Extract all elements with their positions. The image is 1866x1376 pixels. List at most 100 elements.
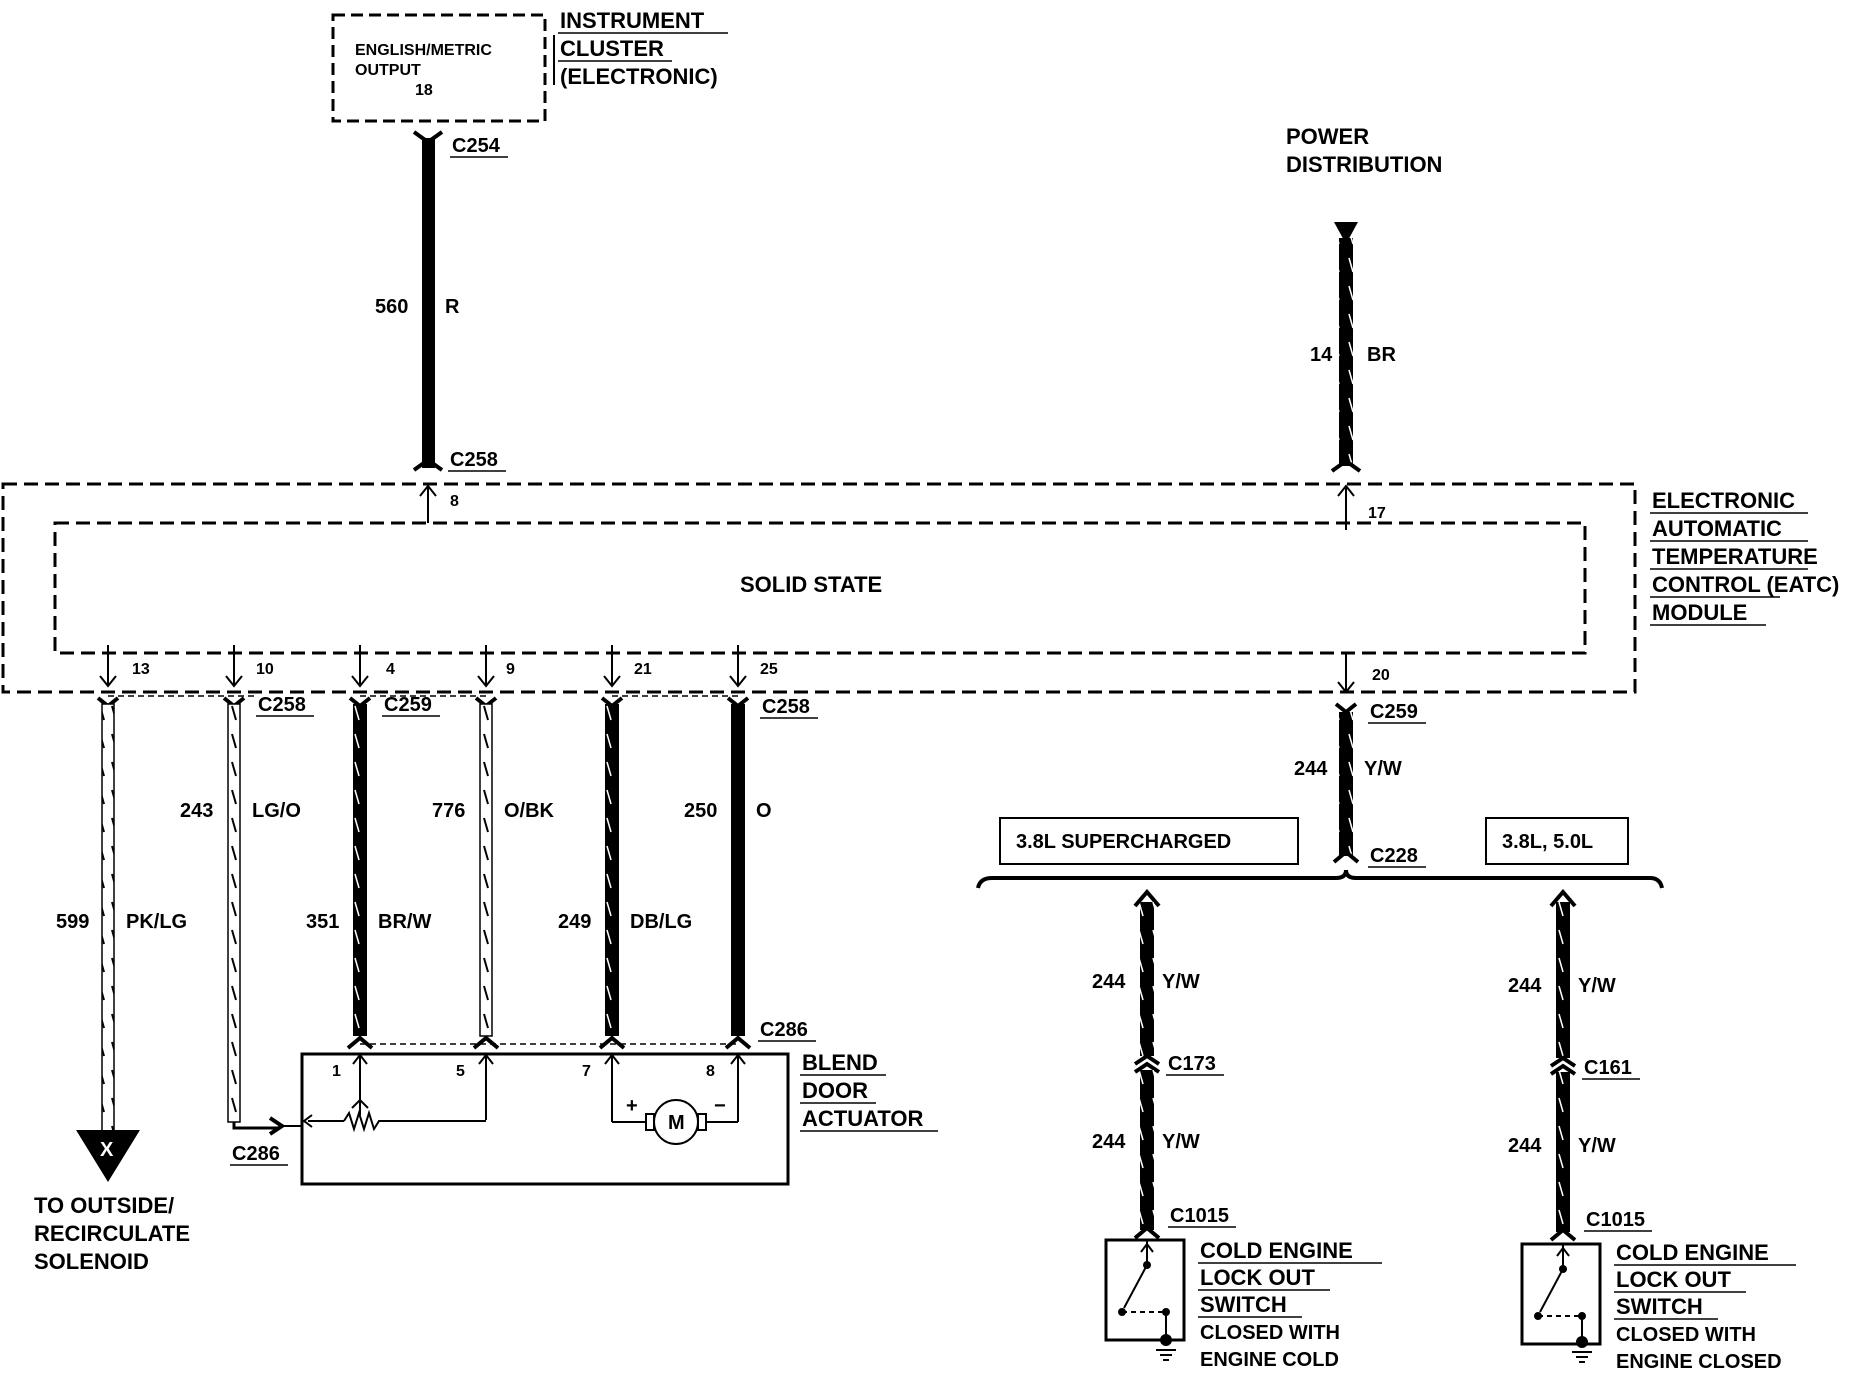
power-arrow-icon (1334, 222, 1358, 244)
connector-c259-left: C259 (360, 694, 486, 717)
switch-left-icon (1118, 1240, 1176, 1361)
pin-17: 17 (1337, 484, 1386, 530)
eatc-outer-box (1, 482, 1637, 694)
connector-c258-right: C258 (612, 695, 818, 719)
motor-minus: − (714, 1095, 726, 1117)
splice-bracket (976, 869, 1664, 889)
wire-14 (1339, 238, 1353, 466)
power-distribution-line1: POWER (1286, 124, 1369, 149)
c259-right-label: C259 (1370, 701, 1418, 723)
c1015-left-label: C1015 (1170, 1205, 1229, 1227)
eatc-title: ELECTRONIC AUTOMATIC TEMPERATURE CONTROL… (1650, 488, 1839, 626)
svg-text:25: 25 (760, 661, 778, 678)
solenoid-icon (76, 1130, 140, 1182)
wire-250-circuit: 250 (684, 800, 717, 822)
svg-text:C259: C259 (384, 694, 432, 716)
svg-text:4: 4 (386, 661, 395, 678)
svg-text:244: 244 (1092, 971, 1126, 993)
actuator-pin-5: 5 (456, 1063, 465, 1080)
bottom-pin-9: 9 (477, 645, 515, 688)
wire-599: 599 PK/LG (56, 703, 187, 1137)
svg-text:244: 244 (1508, 1135, 1542, 1157)
svg-text:C286: C286 (232, 1143, 280, 1165)
bottom-pin-25: 25 (729, 645, 778, 688)
solenoid-x: X (100, 1139, 114, 1161)
solenoid: X TO OUTSIDE/ RECIRCULATE SOLENOID (34, 1130, 190, 1274)
blend-door-actuator: C286 1 5 7 8 (230, 1019, 938, 1186)
eatc-title-line4: CONTROL (EATC) (1652, 572, 1839, 597)
c228-label: C228 (1370, 845, 1418, 867)
cluster-title-line3: (ELECTRONIC) (560, 64, 718, 89)
bottom-pin-21: 21 (603, 645, 652, 688)
c173-label: C173 (1168, 1053, 1216, 1075)
wire-249-color: DB/LG (630, 911, 692, 933)
solenoid-line1: TO OUTSIDE/ (34, 1193, 174, 1218)
svg-text:CLOSED WITH: CLOSED WITH (1200, 1322, 1340, 1344)
svg-text:244: 244 (1508, 975, 1542, 997)
pin-8: 8 (419, 484, 459, 523)
wire-244-main-circuit: 244 (1294, 758, 1328, 780)
solid-state-label: SOLID STATE (740, 572, 882, 597)
wire-560-circuit: 560 (375, 296, 408, 318)
wire-599-color: PK/LG (126, 911, 187, 933)
eatc-title-line5: MODULE (1652, 600, 1747, 625)
actuator-pin-1: 1 (332, 1063, 341, 1080)
wire-243: 243 LG/O (180, 703, 301, 1130)
wire-250-color: O (756, 800, 772, 822)
switch-right-icon (1534, 1244, 1592, 1363)
motor-plus: + (626, 1095, 638, 1117)
wire-249: 249 DB/LG (558, 704, 692, 1036)
svg-text:Y/W: Y/W (1578, 975, 1616, 997)
solenoid-line3: SOLENOID (34, 1249, 149, 1274)
svg-text:BLEND: BLEND (802, 1050, 878, 1075)
wire-776-color: O/BK (504, 800, 555, 822)
cluster-output-line2: OUTPUT (355, 62, 421, 79)
eatc-inner-box (53, 521, 1587, 655)
wire-599-circuit: 599 (56, 911, 89, 933)
switch-left: COLD ENGINE LOCK OUT SWITCH CLOSED WITH … (1104, 1238, 1382, 1371)
wire-14-color: BR (1367, 344, 1396, 366)
wire-560-color: R (445, 296, 460, 318)
svg-text:17: 17 (1368, 505, 1386, 522)
wire-351-circuit: 351 (306, 911, 339, 933)
svg-text:COLD ENGINE: COLD ENGINE (1616, 1240, 1769, 1265)
svg-text:Y/W: Y/W (1162, 1131, 1200, 1153)
bottom-pin-4: 4 (351, 645, 395, 688)
branch-standard: 244 Y/W C161 244 Y/W C1015 (1508, 888, 1652, 1242)
variant-left-box (999, 817, 1299, 865)
svg-text:10: 10 (256, 661, 274, 678)
branch-supercharged: 244 Y/W C173 244 Y/W C1015 (1092, 888, 1236, 1240)
svg-text:CLOSED WITH: CLOSED WITH (1616, 1324, 1756, 1346)
actuator-chevrons (346, 1035, 752, 1050)
motor-label: M (668, 1112, 685, 1134)
wire-243-color: LG/O (252, 800, 301, 822)
wire-250: 250 O (684, 704, 772, 1036)
eatc-title-line2: AUTOMATIC (1652, 516, 1782, 541)
variant-left-label: 3.8L SUPERCHARGED (1016, 831, 1231, 853)
actuator-box (300, 1052, 790, 1186)
eatc-title-line1: ELECTRONIC (1652, 488, 1795, 513)
variant-selector: 3.8L SUPERCHARGED 3.8L, 5.0L (976, 817, 1664, 889)
svg-text:LOCK OUT: LOCK OUT (1616, 1267, 1731, 1292)
cluster-output-line1: ENGLISH/METRIC (355, 42, 492, 59)
cluster-title-line1: INSTRUMENT (560, 8, 705, 33)
variant-right-label: 3.8L, 5.0L (1502, 831, 1593, 853)
switch-left-box (1104, 1238, 1186, 1342)
svg-text:C258: C258 (762, 696, 810, 718)
svg-text:244: 244 (1092, 1131, 1126, 1153)
svg-text:C258: C258 (258, 694, 306, 716)
power-distribution: POWER DISTRIBUTION 14 BR (1286, 124, 1442, 473)
wire-560: C254 560 R C258 (375, 130, 508, 472)
wire-249-circuit: 249 (558, 911, 591, 933)
c286-side-connector: C286 (230, 1116, 302, 1166)
potentiometer-icon (302, 1098, 486, 1133)
wire-351: 351 BR/W (306, 704, 431, 1036)
c258-top-label: C258 (450, 449, 498, 471)
bottom-pin-13: 13 (99, 645, 150, 688)
solenoid-line2: RECIRCULATE (34, 1221, 190, 1246)
svg-text:LOCK OUT: LOCK OUT (1200, 1265, 1315, 1290)
svg-text:DOOR: DOOR (802, 1078, 868, 1103)
wire-14-circuit: 14 (1310, 344, 1333, 366)
c1015-right-label: C1015 (1586, 1209, 1645, 1231)
